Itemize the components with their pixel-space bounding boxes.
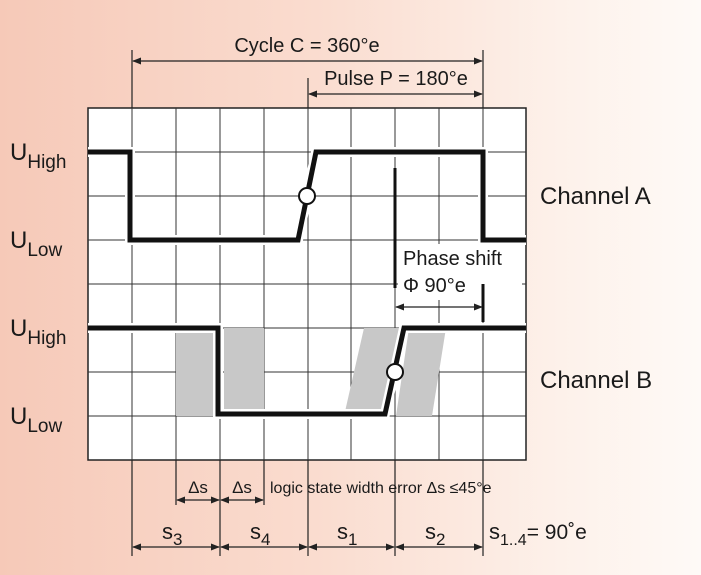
s-range-label: s1..4= 90˚e	[489, 519, 587, 549]
cycle-label: Cycle C = 360°e	[234, 35, 379, 57]
extension-lines	[131, 50, 484, 556]
s2-label: s2	[425, 519, 445, 549]
tolerance-band-left-2	[224, 328, 264, 416]
channel-a-label: Channel A	[540, 183, 651, 210]
delta-s-label-2: Δs	[232, 478, 252, 497]
u-low-b-label: ULow	[10, 403, 62, 437]
width-error-note: logic state width error Δs ≤45°e	[270, 480, 492, 497]
u-high-b-label: UHigh	[10, 315, 66, 349]
channel-a-transition-marker	[298, 187, 316, 205]
channel-b-label: Channel B	[540, 367, 652, 394]
s1-label: s1	[337, 519, 357, 549]
phase-shift-value: Φ 90°e	[403, 275, 466, 297]
tolerance-band-right-2	[396, 328, 446, 416]
s4-label: s4	[250, 519, 270, 549]
pulse-label: Pulse P = 180°e	[324, 68, 468, 90]
delta-s-label-1: Δs	[188, 478, 208, 497]
tolerance-band-left-1	[176, 328, 216, 416]
phase-shift-label-bg	[398, 244, 522, 300]
u-low-a-label: ULow	[10, 227, 62, 261]
tolerance-bands	[176, 328, 446, 416]
channel-b-signal	[88, 323, 526, 419]
s3-label: s3	[162, 519, 182, 549]
u-high-a-label: UHigh	[10, 139, 66, 173]
phase-shift-label: Phase shift	[403, 248, 502, 270]
channel-b-transition-marker	[386, 363, 404, 381]
